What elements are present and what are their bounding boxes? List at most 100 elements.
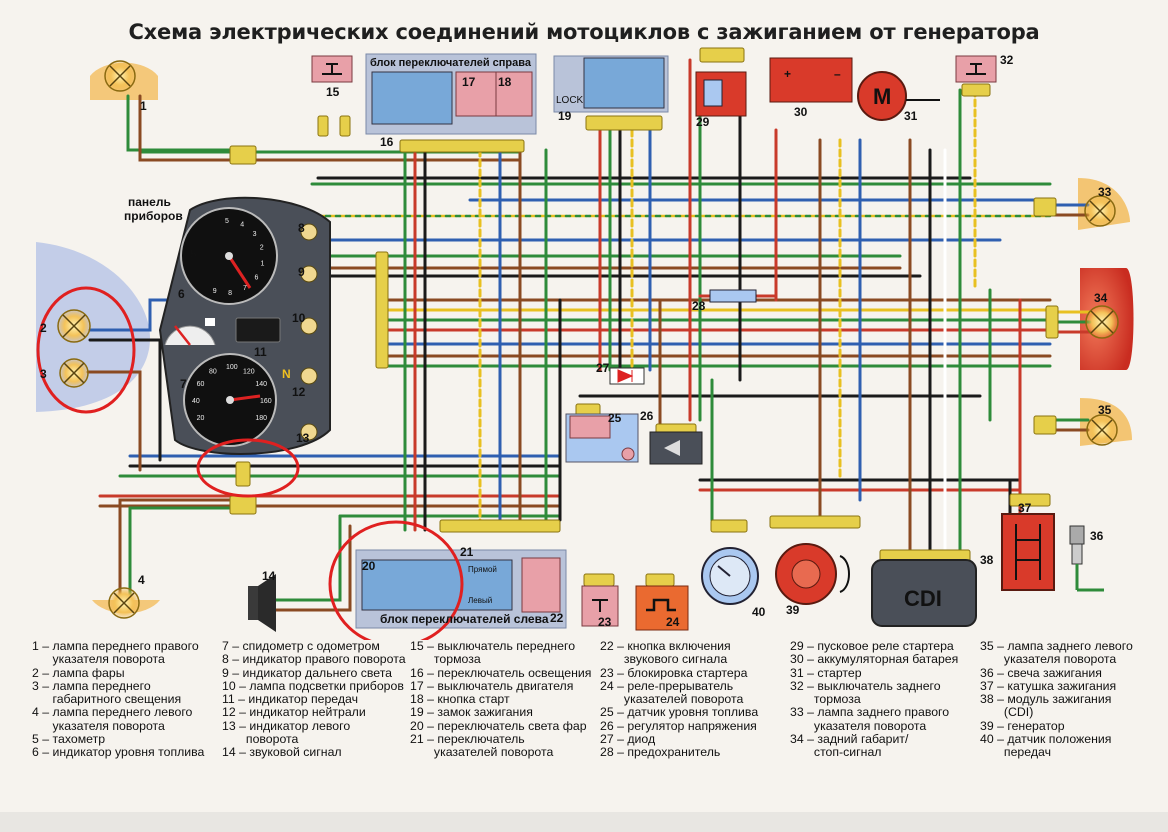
lamp-33-icon	[1084, 195, 1116, 227]
diagram-title: Схема электрических соединений мотоцикло…	[128, 20, 1040, 44]
cdi-module-38	[871, 559, 977, 627]
legend-line: указателя поворота	[32, 652, 165, 667]
gauge-tick-label: 100	[226, 364, 238, 371]
component-number-19: 19	[558, 109, 572, 123]
legend-line: 22 – кнопка включения	[600, 639, 731, 653]
legend-line: указателя поворота	[32, 718, 165, 733]
headlight-housing	[36, 242, 150, 412]
component-number-34: 34	[1094, 291, 1108, 305]
neutral-label: N	[282, 367, 291, 381]
legend-line: 1 – лампа переднего правого	[32, 639, 199, 653]
component-number-3: 3	[40, 367, 47, 381]
gauge-tick-label: 20	[197, 415, 205, 422]
legend-line: 30 – аккумуляторная батарея	[790, 652, 959, 667]
legend-line: 36 – свеча зажигания	[980, 665, 1102, 680]
fuel-gauge-icon	[164, 318, 216, 346]
gauge-tick-label: 1	[261, 260, 265, 267]
component-number-39: 39	[786, 603, 800, 617]
legend-line: 39 – генератор	[980, 718, 1065, 733]
component-number-12: 12	[292, 385, 306, 399]
gauge-tick-label: 160	[260, 398, 272, 405]
legend-line: 2 – лампа фары	[32, 665, 125, 680]
highlight-circles	[36, 286, 464, 640]
component-number-20: 20	[362, 559, 376, 573]
legend-line: 6 – индикатор уровня топлива	[32, 745, 205, 760]
legend-line: 18 – кнопка старт	[410, 692, 510, 707]
legend-line: 33 – лампа заднего правого	[790, 705, 950, 720]
gauge-tick-label: 3	[253, 231, 257, 238]
page-bottom-strip	[0, 812, 1168, 832]
legend-line: 26 – регулятор напряжения	[600, 718, 757, 733]
tachometer-icon	[180, 207, 278, 305]
legend-line: 12 – индикатор нейтрали	[222, 705, 366, 720]
legend-line: 21 – переключатель	[410, 732, 525, 747]
legend-line: 8 – индикатор правого поворота	[222, 652, 406, 667]
component-number-22: 22	[550, 611, 564, 625]
gear-indicator-display	[235, 317, 281, 343]
wiring-diagram: +– M	[36, 47, 1134, 640]
lamp-34-icon	[1085, 305, 1119, 339]
component-number-7: 7	[180, 377, 187, 391]
cdi-label: CDI	[904, 586, 942, 611]
component-number-5: 5	[190, 247, 197, 261]
legend-line: поворота	[222, 732, 299, 747]
rpm-label: x1000 r/min	[250, 222, 257, 259]
component-number-6: 6	[178, 287, 185, 301]
legend-line: указателя поворота	[980, 652, 1117, 667]
legend-line: 16 – переключатель освещения	[410, 665, 592, 680]
legend-line: 10 – лампа подсветки приборов	[222, 678, 404, 693]
generator-39-icon	[775, 543, 850, 605]
legend-line: 24 – реле-прерыватель	[600, 678, 734, 693]
component-number-21: 21	[460, 545, 474, 559]
lamp-35-icon	[1086, 414, 1118, 446]
legend-line: 11 – индикатор передач	[222, 692, 359, 707]
gauge-tick-label: 180	[255, 415, 267, 422]
lamp-1-icon	[104, 60, 136, 92]
component-number-2: 2	[40, 321, 47, 335]
legend-line: 25 – датчик уровня топлива	[600, 705, 759, 720]
legend-line: 5 – тахометр	[32, 732, 106, 747]
legend-line: 20 – переключатель света фар	[410, 718, 587, 733]
legend-line: (CDI)	[980, 705, 1034, 720]
panel-label-line2: приборов	[124, 209, 183, 223]
lock-label: LOCK	[556, 95, 584, 106]
legend-line: 15 – выключатель переднего	[410, 639, 576, 653]
pryamoy-label: Прямой	[468, 565, 497, 574]
component-number-4: 4	[138, 573, 145, 587]
ignition-coil-37	[1001, 513, 1055, 591]
gauge-tick-label: 9	[213, 288, 217, 295]
highlight-circle-headlight	[36, 286, 136, 414]
component-number-23: 23	[598, 615, 612, 629]
legend-line: 17 – выключатель двигателя	[410, 678, 574, 693]
lamp-3-icon	[59, 358, 89, 388]
gauge-tick-label: 60	[197, 381, 205, 388]
legend-line: звукового сигнала	[600, 652, 728, 667]
component-number-10: 10	[292, 311, 306, 325]
component-number-13: 13	[296, 431, 310, 445]
svg-text:–: –	[834, 67, 841, 81]
legend-line: указателей поворота	[410, 745, 554, 760]
legend-line: 27 – диод	[600, 732, 656, 747]
switch-15	[311, 55, 353, 83]
component-number-11: 11	[254, 345, 267, 359]
legend-line: передач	[980, 745, 1051, 760]
gauge-tick-label: 2	[260, 245, 264, 252]
legend-line: 23 – блокировка стартера	[600, 665, 748, 680]
legend-line: указателя поворота	[790, 718, 927, 733]
component-number-40: 40	[752, 605, 766, 619]
component-number-30: 30	[794, 105, 808, 119]
gauge-tick-label: 7	[243, 285, 247, 292]
component-number-31: 31	[904, 109, 918, 123]
lamp-2-icon	[57, 309, 91, 343]
legend-line: габаритного свещения	[32, 692, 182, 707]
component-number-25: 25	[608, 411, 622, 425]
flasher-relay-24	[635, 585, 689, 631]
legend-line: тормоза	[410, 652, 481, 667]
legend-line: 31 – стартер	[790, 665, 862, 680]
svg-text:M: M	[873, 84, 891, 109]
legend-line: 13 – индикатор левого	[222, 718, 351, 733]
